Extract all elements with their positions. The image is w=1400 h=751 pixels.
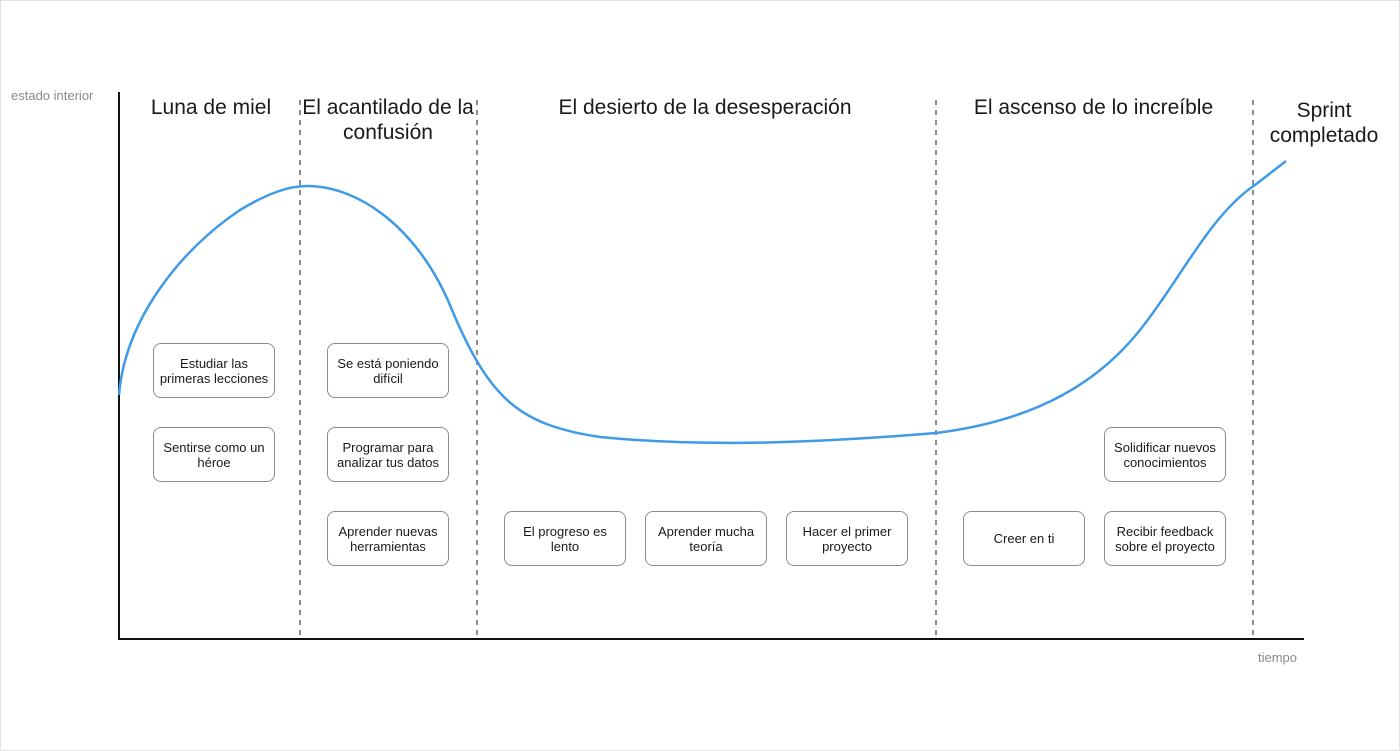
card-aprender-herramientas: Aprender nuevas herramientas — [327, 511, 449, 566]
card-creer-en-ti: Creer en ti — [963, 511, 1085, 566]
phase-title-acantilado: El acantilado de la confusión — [302, 96, 474, 144]
card-solidificar-conocimientos: Solidificar nuevos conocimientos — [1104, 427, 1226, 482]
phase-title-ascenso: El ascenso de lo increíble — [973, 96, 1214, 119]
phase-title-sprint-completado: Sprint completado — [1269, 99, 1379, 147]
card-sentirse-heroe: Sentirse como un héroe — [153, 427, 275, 482]
card-recibir-feedback: Recibir feedback sobre el proyecto — [1104, 511, 1226, 566]
x-axis-label: tiempo — [1258, 650, 1298, 665]
card-estudiar-lecciones: Estudiar las primeras lecciones — [153, 343, 275, 398]
y-axis-label: estado interior — [11, 88, 94, 103]
card-primer-proyecto: Hacer el primer proyecto — [786, 511, 908, 566]
phase-title-luna-de-miel: Luna de miel — [150, 96, 272, 119]
card-programar-datos: Programar para analizar tus datos — [327, 427, 449, 482]
card-progreso-lento: El progreso es lento — [504, 511, 626, 566]
phase-title-desierto: El desierto de la desesperación — [558, 96, 852, 119]
card-poniendo-dificil: Se está poniendo difícil — [327, 343, 449, 398]
learning-curve — [117, 160, 1287, 445]
card-aprender-teoria: Aprender mucha teoría — [645, 511, 767, 566]
